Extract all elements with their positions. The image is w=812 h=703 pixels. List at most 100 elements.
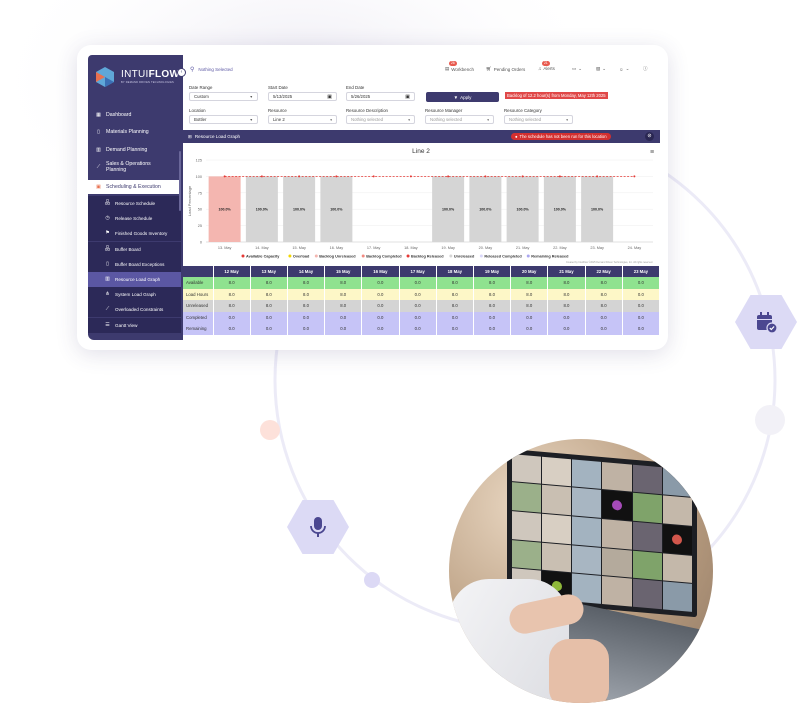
location-selector[interactable]: ⚲Nothing Selected — [190, 66, 233, 73]
video-tile — [662, 581, 692, 612]
legend-item[interactable]: Overload — [293, 254, 310, 258]
apply-button[interactable]: ▼Apply — [426, 92, 499, 102]
table-cell: 0.0 — [473, 323, 512, 335]
filter-icon: ▼ — [453, 94, 459, 100]
table-cell: 0.0 — [250, 311, 288, 323]
sidebar-subitem-gantt-view[interactable]: ☰Gantt View — [88, 317, 181, 333]
table-cell: 0.0 — [361, 311, 400, 323]
user-menu[interactable]: ☺⌄ — [619, 66, 629, 72]
brand-tagline: BY DEMAND DRIVEN TECHNOLOGIES — [121, 81, 174, 84]
video-tile — [512, 511, 542, 542]
sidebar-subitem-resource-load-graph[interactable]: ▥Resource Load Graph — [88, 272, 181, 287]
table-cell: 0.0 — [436, 311, 474, 323]
column-header: 16 May — [361, 266, 400, 277]
sidebar-item-sales-operations-planning[interactable]: ⟋Sales & Operations Planning — [88, 158, 181, 176]
chevron-down-icon: ⌄ — [602, 66, 607, 71]
data-label: 100.0% — [442, 208, 455, 212]
sidebar-item-dashboard[interactable]: ▦Dashboard — [88, 108, 181, 122]
table-cell: 0.0 — [510, 323, 549, 335]
table-cell: 0.0 — [213, 323, 251, 335]
caret-down-icon: ▾ — [566, 117, 568, 122]
legend-item[interactable]: Backlog Completed — [366, 254, 402, 258]
sidebar-subitem-system-load-graph[interactable]: ⋔System Load Graph — [88, 287, 181, 303]
collapse-sidebar-button[interactable]: ‹ — [177, 68, 186, 77]
legend-item[interactable]: Available Capacity — [246, 254, 280, 258]
start-date-value: 5/13/2025 — [273, 94, 293, 99]
resource-category-placeholder: Nothing selected — [509, 117, 542, 122]
table-corner — [183, 266, 214, 277]
sitemap-icon: 品 — [105, 245, 111, 252]
video-tile — [662, 495, 692, 526]
legend-marker — [479, 254, 483, 258]
table-cell: 8.0 — [324, 288, 363, 300]
sidebar-item-demand-planning[interactable]: ▥Demand Planning — [88, 143, 181, 157]
alerts-label: Alerts — [543, 66, 555, 71]
clear-filters-button[interactable]: ⊘ — [645, 132, 654, 141]
legend-item[interactable]: Unreleased — [454, 254, 475, 258]
documents-dropdown[interactable]: ▧⌄ — [596, 66, 606, 72]
sidebar-subitem-overloaded-constraints[interactable]: ⟋Overloaded Constraints — [88, 302, 181, 318]
logo[interactable]: INTUIFLOW BY DEMAND DRIVEN TECHNOLOGIES — [95, 66, 180, 88]
calendar-icon[interactable]: ▣ — [327, 93, 332, 100]
pending-orders-button[interactable]: 🛒︎Pending Orders — [486, 66, 525, 72]
sidebar-scrollbar[interactable] — [179, 151, 181, 211]
legend-item[interactable]: Remaining Released — [531, 254, 569, 258]
sidebar-subitem-finished-goods-inventory[interactable]: ⚑Finished Goods Inventory — [88, 226, 181, 242]
video-tile — [602, 576, 632, 607]
sidebar-subitem-release-schedule[interactable]: ◷Release Schedule — [88, 211, 181, 227]
data-label: 100.0% — [479, 208, 492, 212]
table-cell: 0.0 — [399, 288, 437, 300]
table-cell: 0.0 — [399, 323, 437, 335]
resource-manager-select[interactable]: Nothing selected▾ — [425, 115, 494, 124]
sidebar-item-scheduling-execution[interactable]: ▣Scheduling & Execution — [88, 180, 181, 194]
messages-dropdown[interactable]: ▭⌄ — [572, 66, 582, 72]
help-button[interactable]: ⓘ — [643, 66, 648, 72]
start-date-input[interactable]: 5/13/2025 ▣ — [268, 92, 337, 101]
video-tile — [602, 519, 632, 550]
microphone-icon — [310, 517, 326, 537]
chevron-left-icon: ‹ — [180, 69, 183, 75]
table-cell: 8.0 — [213, 288, 251, 300]
video-tile — [632, 492, 662, 524]
map-pin-icon: ⚲ — [190, 67, 195, 73]
resource-description-select[interactable]: Nothing selected▾ — [346, 115, 415, 124]
column-header: 19 May — [473, 266, 512, 277]
available-capacity-point — [260, 175, 263, 178]
table-cell: 8.0 — [250, 300, 288, 312]
location-select[interactable]: Bottler ▼ — [189, 115, 258, 124]
orbit-dot-grey — [755, 405, 785, 435]
data-label: 100.0% — [256, 208, 269, 212]
chat-icon: ▭ — [572, 66, 577, 71]
caret-down-icon: ▼ — [249, 117, 253, 122]
available-capacity-point — [633, 175, 636, 178]
bar-unreleased — [543, 176, 576, 242]
location-value: Bottler — [194, 117, 207, 122]
sidebar-item-materials-planning[interactable]: ▯Materials Planning — [88, 125, 181, 139]
table-cell: 8.0 — [547, 277, 586, 289]
calendar-icon[interactable]: ▣ — [405, 93, 410, 100]
legend-marker — [526, 254, 530, 258]
table-cell: 8.0 — [436, 300, 474, 312]
resource-select[interactable]: Line 2▾ — [268, 115, 337, 124]
caret-down-icon: ▾ — [408, 117, 410, 122]
legend-item[interactable]: Backlog Released — [411, 254, 444, 258]
table-cell: 0.0 — [547, 323, 586, 335]
legend-item[interactable]: Released Completed — [484, 254, 522, 258]
date-range-select[interactable]: Custom▼ — [189, 92, 258, 101]
chart-menu-icon[interactable]: ≡ — [650, 149, 654, 156]
resource-category-select[interactable]: Nothing selected ▾ — [504, 115, 573, 124]
sitemap-icon: 品 — [105, 200, 111, 206]
sidebar: INTUIFLOW BY DEMAND DRIVEN TECHNOLOGIES … — [88, 55, 183, 340]
table-cell: 0.0 — [361, 300, 400, 312]
table-cell: 0.0 — [436, 323, 474, 335]
sidebar-subitem-buffer-board-exceptions[interactable]: ▯Buffer Board Exceptions — [88, 256, 181, 272]
end-date-input[interactable]: 5/26/2025▣ — [346, 92, 415, 101]
clipboard-icon: ▯ — [97, 128, 100, 135]
legend-item[interactable]: Backlog Unreleased — [319, 254, 356, 258]
available-capacity-point — [521, 175, 524, 178]
table-cell: 8.0 — [436, 277, 474, 289]
